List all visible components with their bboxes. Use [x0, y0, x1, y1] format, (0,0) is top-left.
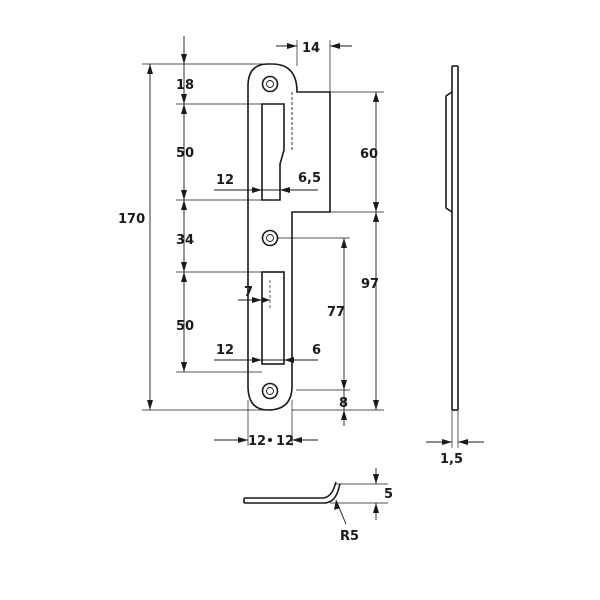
dim-lower-slot-left: 12	[216, 343, 234, 358]
lower-screw-hole	[261, 382, 279, 400]
dim-middle-gap: 34	[176, 233, 194, 248]
tab-width-dimension	[276, 40, 352, 92]
dim-upper-slot: 50	[176, 146, 194, 161]
dim-upper-offset: 6,5	[298, 171, 321, 186]
dim-total-length: 170	[118, 212, 145, 227]
dim-top-height: 18	[176, 78, 194, 93]
dim-thickness: 1,5	[440, 452, 463, 467]
strike-plate-side-view	[426, 65, 484, 448]
left-dimension-chain	[142, 36, 268, 411]
dim-half-width-left: 12	[248, 434, 266, 449]
dim-lower-bottom-height: 97	[361, 277, 379, 292]
dim-lower-slot-height: 77	[327, 305, 345, 320]
lower-slot-dimensions	[214, 280, 318, 363]
bent-profile-view	[243, 468, 388, 525]
bottom-width-dimension	[214, 400, 318, 446]
dim-tab-height: 60	[360, 147, 378, 162]
strike-plate-front-view	[247, 63, 331, 411]
right-dimension-chain	[278, 91, 384, 426]
dim-lower-offset: 6	[312, 343, 321, 358]
dim-bend-radius: R5	[340, 529, 359, 544]
dim-lower-slot: 50	[176, 319, 194, 334]
dim-bend-height: 5	[384, 487, 393, 502]
upper-screw-hole	[261, 75, 279, 93]
upper-slot-dimensions	[214, 164, 318, 196]
middle-screw-hole	[261, 229, 279, 247]
dim-bottom-margin: 8	[339, 396, 348, 411]
center-point-marker	[268, 438, 272, 442]
dim-half-width-right: 12	[276, 434, 294, 449]
dim-lower-slot-width: 7	[244, 285, 253, 300]
dim-upper-slot-width: 12	[216, 173, 234, 188]
dim-tab-width: 14	[302, 41, 320, 56]
lower-latch-slot	[261, 271, 285, 365]
upper-latch-slot	[261, 103, 285, 201]
